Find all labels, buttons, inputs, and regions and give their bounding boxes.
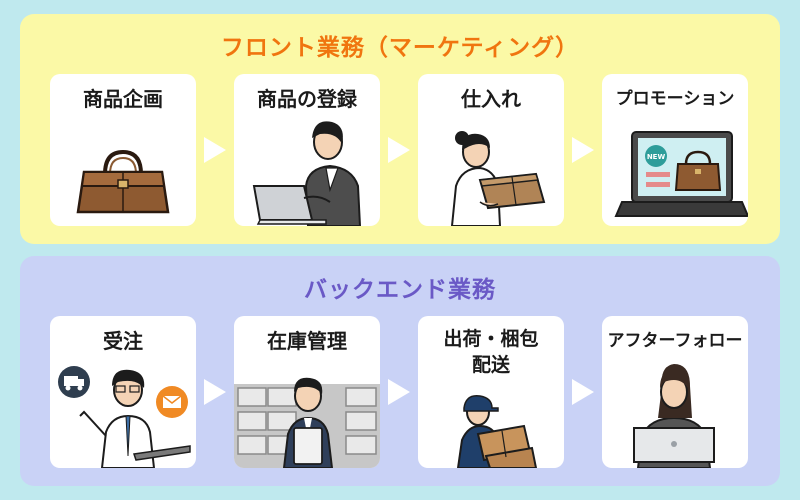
- step-label: 商品企画: [83, 87, 163, 111]
- flow-arrow: [572, 379, 594, 405]
- step-label: 商品の登録: [257, 87, 357, 111]
- flow-arrow: [572, 137, 594, 163]
- warehouse-person-icon: [234, 377, 380, 468]
- person-laptop-icon: [252, 121, 362, 226]
- flow-arrow: [388, 379, 410, 405]
- step-label-line: 出荷・梱包: [443, 328, 539, 350]
- flow-arrow: [388, 137, 410, 163]
- person-carrying-box-icon: [450, 131, 546, 226]
- new-badge-text: NEW: [647, 153, 666, 161]
- step-card-promotion: NEW プロモーション: [602, 74, 748, 226]
- front-office-title: フロント業務（マーケティング）: [220, 35, 580, 61]
- flow-arrow: [204, 379, 226, 405]
- step-card-order-receipt: 受注: [50, 316, 196, 468]
- step-card-after-follow: アフターフォロー: [602, 316, 748, 468]
- back-office-title: バックエンド業務: [304, 277, 496, 303]
- step-label: 在庫管理: [267, 329, 347, 353]
- step-label: 受注: [103, 329, 143, 353]
- step-card-purchasing: 仕入れ: [418, 74, 564, 226]
- briefcase-icon: [76, 149, 170, 214]
- support-person-icon: [633, 364, 715, 468]
- step-label: プロモーション: [615, 89, 735, 109]
- step-label-line: 配送: [471, 354, 510, 376]
- laptop-promotion-icon: NEW: [614, 131, 748, 217]
- step-card-shipping: 出荷・梱包 配送: [418, 316, 564, 468]
- step-label: 出荷・梱包 配送: [418, 326, 564, 378]
- flow-arrow: [204, 137, 226, 163]
- step-card-inventory: 在庫管理: [234, 316, 380, 468]
- step-label: 仕入れ: [461, 87, 521, 111]
- person-order-icon: [58, 366, 191, 468]
- step-label: アフターフォロー: [607, 331, 743, 351]
- step-card-product-registration: 商品の登録: [234, 74, 380, 226]
- step-card-product-planning: 商品企画: [50, 74, 196, 226]
- delivery-person-icon: [456, 395, 538, 468]
